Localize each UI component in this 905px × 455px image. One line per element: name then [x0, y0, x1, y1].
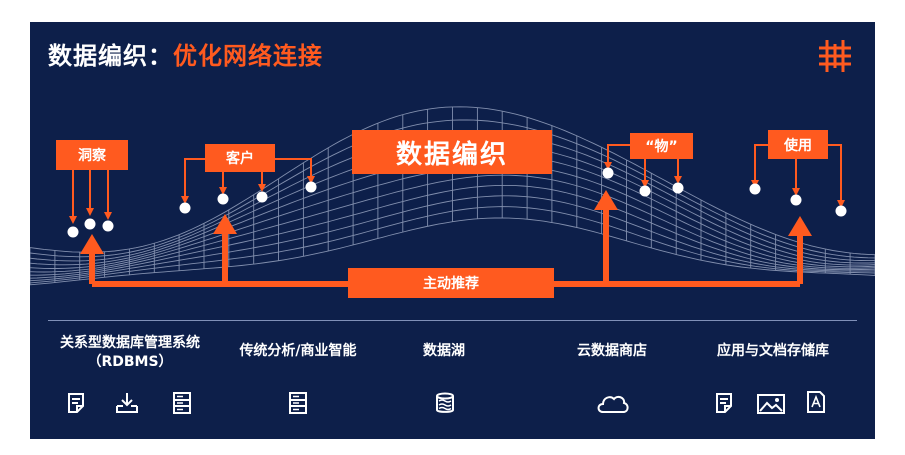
diagram-canvas: 数据编织：优化网络连接 洞察 客户 数据编织 “物” 使用 主动推荐 关系型数据…: [30, 22, 875, 439]
things-callout: “物”: [630, 133, 693, 159]
category-apps-docs: 应用与文档存储库: [717, 343, 829, 359]
category-bi: 传统分析/商业智能: [239, 343, 357, 359]
fabric-graphic: [30, 106, 875, 287]
cloud-icon: [596, 392, 630, 414]
divider: [48, 320, 857, 321]
page-title: 数据编织：优化网络连接: [48, 42, 323, 70]
image-icon: [757, 393, 785, 415]
logo-icon: [819, 40, 851, 72]
server-stack-icon: [171, 392, 193, 414]
document-icon: [713, 392, 735, 414]
pdf-document-icon: [805, 391, 827, 413]
recommend-callout: 主动推荐: [348, 268, 554, 298]
category-data-lake: 数据湖: [423, 343, 465, 359]
category-cloud-store: 云数据商店: [577, 343, 647, 359]
document-icon: [65, 392, 87, 414]
data-fabric-label: 数据编织: [352, 130, 552, 174]
customer-callout: 客户: [205, 144, 275, 172]
callout-connectors: [69, 144, 845, 224]
category-rdbms: 关系型数据库管理系统 （RDBMS）: [60, 335, 200, 370]
database-cylinder-icon: [434, 392, 456, 414]
server-stack-icon: [287, 392, 309, 414]
usage-callout: 使用: [768, 130, 828, 159]
insight-callout: 洞察: [56, 140, 128, 170]
data-nodes: [67, 167, 847, 238]
download-tray-icon: [116, 392, 138, 414]
